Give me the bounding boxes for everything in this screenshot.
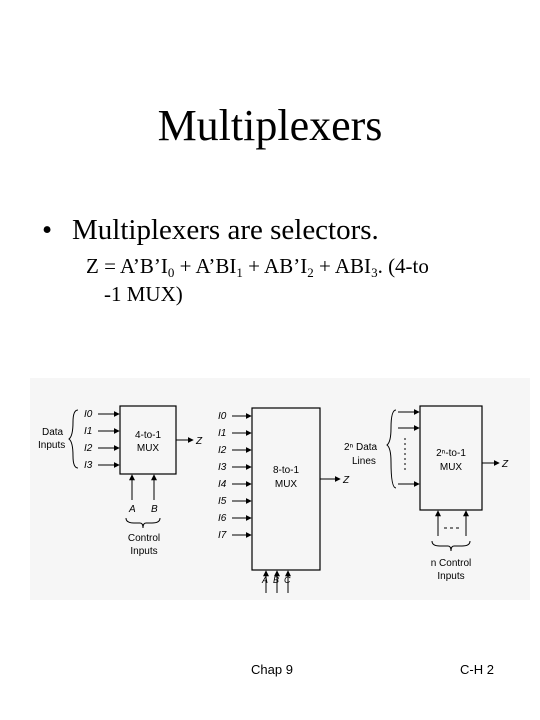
mux8-box (251, 407, 321, 571)
control-inputs-label-2: Inputs (130, 546, 157, 557)
muxn-box-label-2: MUX (440, 462, 463, 473)
n-control-label-1: n Control (431, 558, 472, 569)
mux-equation: Z = A’B’I0 + A’BI1 + AB’I2 + ABI3. (4-to… (86, 254, 429, 306)
mux4-input-label: I3 (84, 460, 93, 471)
footer-page: C-H 2 (460, 662, 494, 677)
control-inputs-brace (125, 517, 161, 529)
mux8-input-label: I1 (218, 428, 226, 439)
bullet-dot: • (42, 214, 53, 246)
bullet-item: • Multiplexers are selectors. (42, 212, 379, 248)
mux8-select-label: B (273, 575, 279, 585)
mux8-input-label: I5 (218, 496, 227, 507)
mux8-input-label: I4 (218, 479, 227, 490)
mux4-input-label: I2 (84, 443, 93, 454)
mux4-input-label: I1 (84, 426, 92, 437)
slide-title: Multiplexers (157, 101, 383, 150)
mux4-box-label-2: MUX (137, 443, 160, 454)
data-inputs-label-1: Data (42, 427, 64, 438)
mux8-input-label: I2 (218, 445, 227, 456)
muxn-box (419, 405, 483, 511)
data-inputs-brace (68, 409, 79, 469)
mux8-input-label: I6 (218, 513, 227, 524)
mux8-box-label-2: MUX (275, 479, 298, 490)
muxn-box-label-1: 2ⁿ-to-1 (436, 448, 466, 459)
mux4-input-label: I0 (84, 409, 93, 420)
data-lines-label-1: 2ⁿ Data (344, 442, 378, 453)
mux8-input-label: I7 (218, 530, 227, 541)
mux8-input-label: I3 (218, 462, 227, 473)
mux8-select-label: A (261, 575, 268, 585)
data-lines-brace (386, 409, 397, 489)
mux-4-to-1: Data Inputs I0 I1 I2 I3 4-to-1 MUX Z A B… (38, 405, 203, 557)
mux4-select-label: A (128, 504, 136, 515)
mux8-select-label: C (284, 575, 291, 585)
mux-block-diagrams: Data Inputs I0 I1 I2 I3 4-to-1 MUX Z A B… (38, 405, 509, 593)
mux4-select-label: B (151, 504, 158, 515)
control-inputs-label-1: Control (128, 533, 160, 544)
n-control-label-2: Inputs (437, 571, 464, 582)
mux4-box-label-1: 4-to-1 (135, 430, 162, 441)
multiplexer-figure: Data Inputs I0 I1 I2 I3 4-to-1 MUX Z A B… (30, 378, 530, 600)
data-inputs-label-2: Inputs (38, 440, 65, 451)
mux-2n-to-1: 2ⁿ Data Lines 2ⁿ-to-1 MUX Z n Control In… (344, 405, 509, 582)
control-inputs-brace (431, 540, 471, 552)
data-lines-label-2: Lines (352, 456, 376, 467)
mux8-output-label: Z (342, 475, 350, 486)
mux8-input-label: I0 (218, 411, 227, 422)
bullet-text: Multiplexers are selectors. (72, 214, 379, 246)
mux-8-to-1: I0 I1 I2 I3 I4 I5 I6 I7 8-to-1 MUX Z A B… (218, 407, 350, 593)
footer-chapter: Chap 9 (251, 662, 293, 677)
mux8-box-label-1: 8-to-1 (273, 465, 300, 476)
mux4-output-label: Z (195, 436, 203, 447)
muxn-output-label: Z (501, 459, 509, 470)
